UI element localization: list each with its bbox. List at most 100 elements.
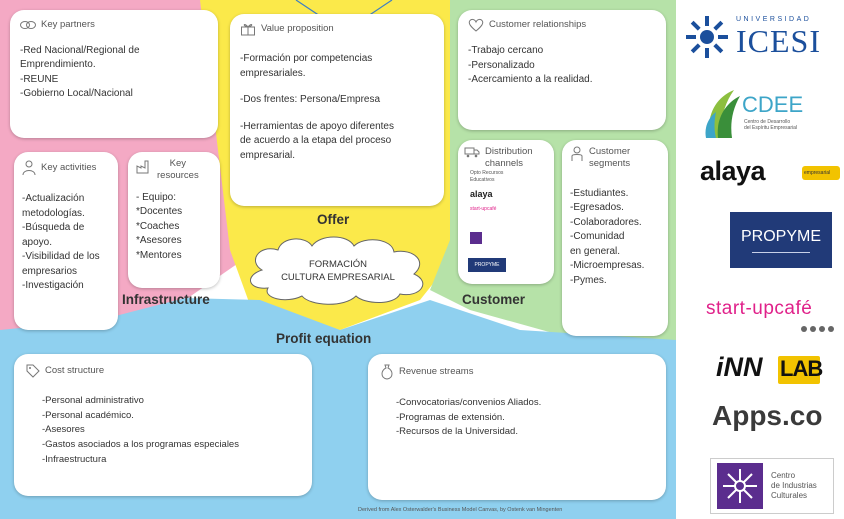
cdee-sub1: Centro de Desarrollo	[744, 119, 791, 125]
distribution-propyme-text: PROPYME	[474, 262, 500, 268]
alaya-logo: alaya empresarial	[700, 156, 844, 190]
distribution-channels-title-line1: Distribution	[485, 146, 533, 157]
value-proposition-line: empresariales.	[240, 67, 306, 79]
customer-segments-line: -Egresados.	[570, 202, 624, 214]
cic-line2: de Industrias	[771, 481, 817, 490]
alaya-tag-text: empresarial	[804, 170, 831, 176]
profit-zone-label: Profit equation	[276, 331, 372, 346]
revenue-streams-line: -Programas de extensión.	[396, 411, 505, 423]
distribution-alaya-logo: alaya	[470, 189, 493, 199]
value-proposition-box: Value proposition -Formación por compete…	[230, 14, 444, 206]
key-activities-line: empresarios	[22, 265, 78, 277]
revenue-streams-header: Revenue streams	[380, 364, 654, 380]
propyme-text: PROPYME	[740, 228, 821, 245]
value-proposition-line: -Dos frentes: Persona/Empresa	[240, 94, 381, 105]
key-resources-title-line1: Key	[169, 158, 187, 169]
icesi-small-text: UNIVERSIDAD	[736, 16, 812, 23]
key-resources-line: *Docentes	[136, 206, 183, 218]
key-partners-line: Emprendimiento.	[20, 59, 96, 71]
distribution-propyme-logo: PROPYME	[468, 258, 506, 272]
distribution-channels-title-line2: channels	[485, 158, 524, 170]
gift-icon	[241, 24, 255, 36]
key-partners-header: Key partners	[20, 18, 208, 32]
revenue-streams-line: -Convocatorias/convenios Aliados.	[396, 397, 542, 408]
customer-segments-line: -Pymes.	[570, 274, 607, 286]
key-activities-line: -Búsqueda de	[22, 222, 85, 233]
cloud-line2: CULTURA EMPRESARIAL	[281, 272, 395, 284]
innlab-logo: iNN LAB	[716, 350, 836, 390]
cic-line3: Culturales	[771, 491, 808, 500]
customer-relationships-line: -Acercamiento a la realidad.	[468, 74, 593, 85]
value-proposition-line: de acuerdo a la etapa del proceso	[240, 135, 392, 146]
person-icon	[571, 146, 583, 161]
cost-structure-line: -Asesores	[42, 424, 85, 436]
cost-structure-line: -Personal académico.	[42, 409, 134, 421]
value-proposition-line: -Herramientas de apoyo diferentes	[240, 120, 394, 132]
value-proposition-title: Value proposition	[261, 23, 334, 35]
innlab-inn-text: iNN	[716, 352, 763, 382]
key-activities-line: metodologías.	[22, 207, 85, 219]
customer-relationships-title: Customer relationships	[489, 19, 587, 31]
factory-icon	[136, 160, 149, 174]
key-resources-header: Key resources	[136, 158, 212, 183]
cic-star-icon	[723, 469, 757, 503]
distribution-sub2: Educativos	[470, 177, 495, 183]
customer-segments-box: Customer segments -Estudiantes. -Egresad…	[562, 140, 668, 336]
innlab-lab-text: LAB	[780, 356, 823, 381]
customer-zone-label: Customer	[462, 292, 526, 307]
canvas-footer-credit: Derived from Alex Osterwalder's Business…	[358, 507, 563, 513]
key-partners-line: -Red Nacional/Regional de	[20, 44, 140, 56]
cdee-logo: CDEE Centro de Desarrollo del Espíritu E…	[704, 86, 840, 144]
key-partners-title: Key partners	[41, 19, 95, 30]
alaya-text: alaya	[700, 156, 766, 186]
key-partners-line: -Gobierno Local/Nacional	[20, 88, 133, 100]
link-icon	[20, 20, 36, 29]
cost-structure-box: Cost structure -Personal administrativo …	[14, 354, 312, 496]
key-activities-header: Key activities	[22, 160, 110, 176]
key-resources-title-line2: resources	[157, 170, 199, 182]
value-proposition-line: -Formación por competencias	[240, 53, 373, 64]
value-proposition-header: Value proposition	[240, 22, 434, 36]
cdee-text: CDEE	[742, 92, 804, 117]
customer-relationships-line: -Personalizado	[468, 59, 535, 71]
propyme-logo: PROPYME	[730, 212, 832, 268]
heart-icon	[468, 18, 484, 32]
key-activities-line: -Investigación	[22, 280, 84, 291]
revenue-streams-line: -Recursos de la Universidad.	[396, 426, 518, 438]
key-resources-line: *Asesores	[136, 235, 182, 247]
truck-icon	[464, 147, 480, 158]
customer-segments-line: -Microempresas.	[570, 260, 645, 272]
cost-structure-line: -Gastos asociados a los programas especi…	[42, 439, 239, 451]
distribution-channels-box: Distribution channels Opto Recursos Educ…	[458, 140, 554, 284]
revenue-streams-title: Revenue streams	[399, 366, 474, 378]
cdee-sub2: del Espíritu Empresarial	[744, 125, 798, 131]
cost-structure-line: -Infraestructura	[42, 453, 107, 465]
price-tag-icon	[26, 364, 40, 378]
key-resources-line: - Equipo:	[136, 191, 177, 203]
customer-segments-line: en general.	[570, 245, 621, 257]
worker-icon	[22, 160, 36, 176]
distribution-cic-logo	[470, 232, 482, 244]
key-activities-line: apoyo.	[22, 236, 53, 248]
customer-relationships-box: Customer relationships -Trabajo cercano …	[458, 10, 666, 130]
apps-co-logo: Apps.co	[712, 400, 844, 440]
business-model-canvas: Key partners -Red Nacional/Regional de E…	[0, 0, 676, 519]
distribution-startup-logo: start-upcafé	[470, 206, 497, 212]
startup-cafe-logo: start-upcafé	[706, 298, 844, 338]
cloud-line1: FORMACIÓN	[308, 259, 368, 270]
key-resources-line: *Mentores	[136, 249, 182, 261]
customer-segments-line: -Comunidad	[570, 231, 625, 243]
icesi-logo: UNIVERSIDAD ICESI	[684, 10, 844, 66]
key-partners-box: Key partners -Red Nacional/Regional de E…	[10, 10, 218, 138]
customer-segments-line: -Colaboradores.	[570, 216, 642, 228]
infrastructure-zone-label: Infrastructure	[122, 292, 210, 307]
customer-relationships-line: -Trabajo cercano	[468, 45, 544, 56]
key-activities-box: Key activities -Actualización metodologí…	[14, 152, 118, 330]
cic-line1: Centro	[771, 471, 796, 480]
cic-logo: Centro de Industrias Culturales	[710, 458, 834, 514]
key-partners-line: -REUNE	[20, 73, 59, 85]
propyme-underline	[752, 252, 810, 253]
key-activities-line: -Actualización	[22, 193, 85, 204]
cloud-text: FORMACIÓN CULTURA EMPRESARIAL	[255, 258, 421, 285]
customer-segments-title-line2: segments	[589, 158, 631, 170]
